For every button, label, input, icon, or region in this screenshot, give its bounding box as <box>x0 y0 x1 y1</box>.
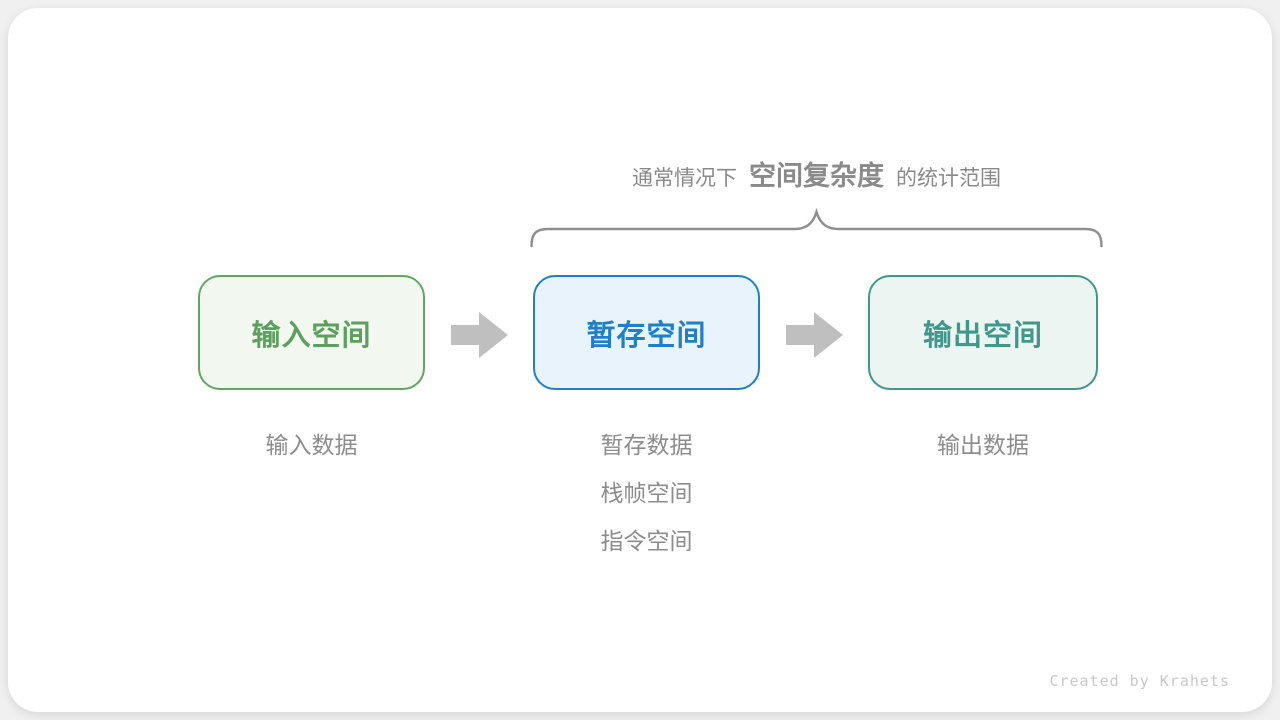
note-line: 暂存数据 <box>600 432 693 458</box>
note-line: 指令空间 <box>600 528 693 554</box>
annotation-highlight: 空间复杂度 <box>749 161 884 191</box>
annotation-prefix: 通常情况下 <box>632 167 737 190</box>
note-line: 输入数据 <box>265 432 358 458</box>
node-temp-space-label: 暂存空间 <box>586 319 707 352</box>
note-line: 栈帧空间 <box>600 480 693 506</box>
brace-shape <box>530 208 1103 248</box>
note-output-data: 输出数据 <box>868 421 1098 469</box>
node-input-space: 输入空间 <box>198 275 425 390</box>
node-output-space: 输出空间 <box>868 275 1098 390</box>
arrow-right-icon <box>786 312 843 358</box>
note-line: 输出数据 <box>937 432 1029 458</box>
arrow-right-icon <box>451 312 508 358</box>
node-temp-space: 暂存空间 <box>533 275 760 390</box>
note-input-data: 输入数据 <box>198 421 425 469</box>
node-input-space-label: 输入空间 <box>251 319 372 352</box>
note-temp-data: 暂存数据 栈帧空间 指令空间 <box>533 421 760 565</box>
node-output-space-label: 输出空间 <box>922 319 1043 352</box>
annotation-title: 通常情况下 空间复杂度 的统计范围 <box>530 154 1103 194</box>
credit-text: Created by Krahets <box>1049 672 1230 690</box>
annotation-suffix: 的统计范围 <box>896 167 1001 190</box>
diagram-card: 通常情况下 空间复杂度 的统计范围 输入空间 暂存空间 输出空间 输入数据 暂存… <box>8 8 1272 712</box>
